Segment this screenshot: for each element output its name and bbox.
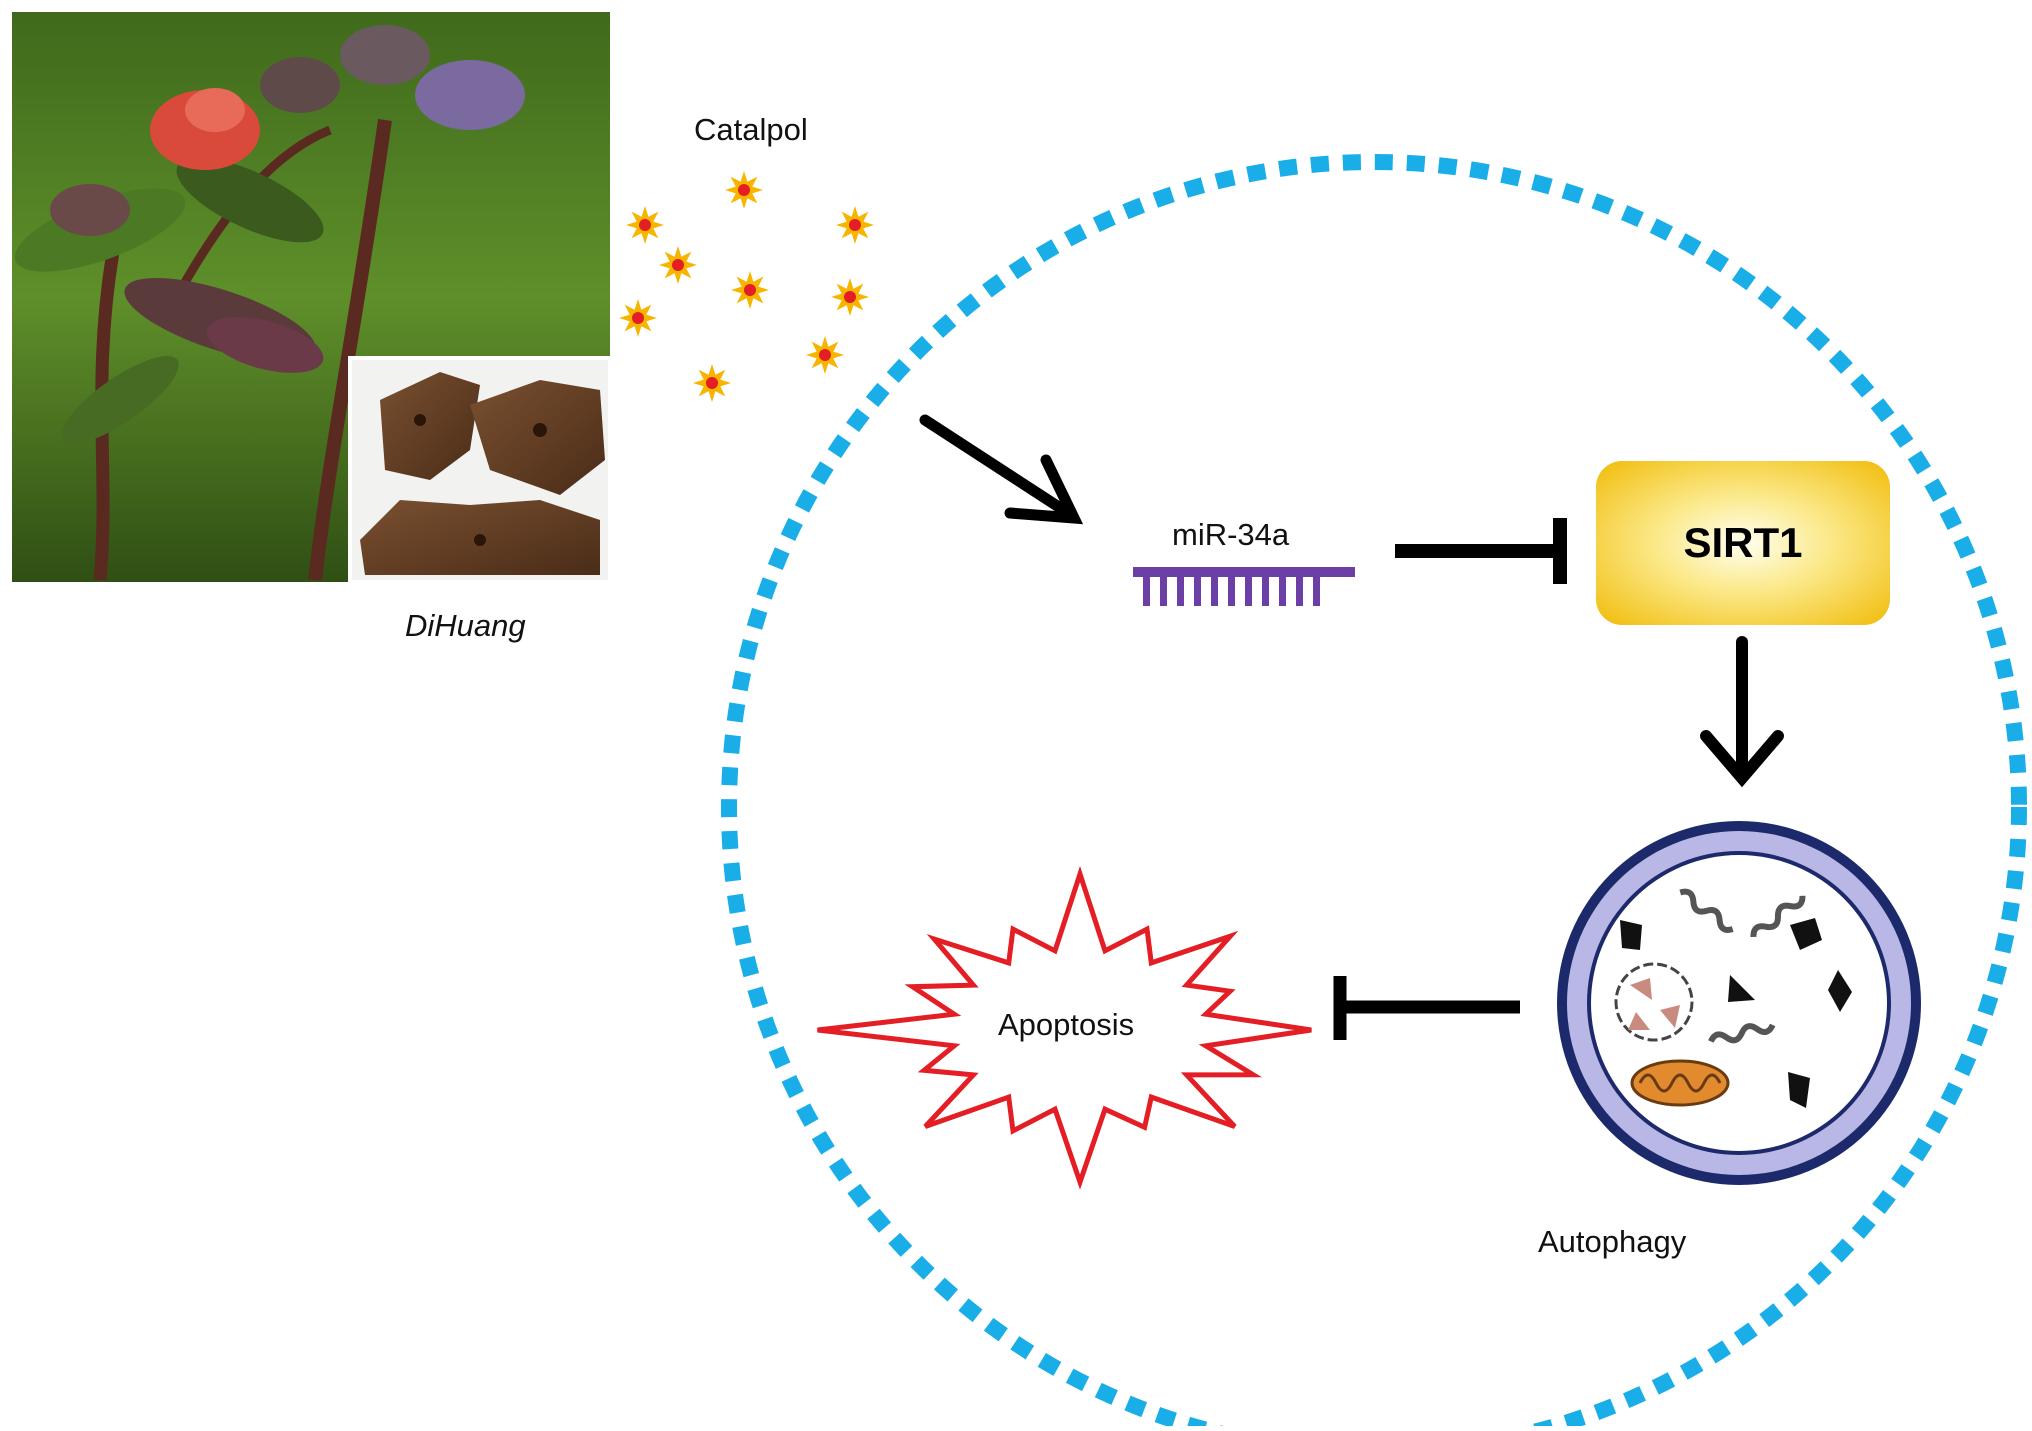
- mir34a-label: miR-34a: [1172, 517, 1290, 552]
- mir34a-tooth: [1177, 577, 1184, 606]
- mir34a-tooth: [1211, 577, 1218, 606]
- catalpol-star-icon: [619, 299, 657, 337]
- catalpol-star-icon: [836, 206, 874, 244]
- catalpol-star-icon: [731, 271, 769, 309]
- autophagosome: [1557, 821, 1921, 1185]
- catalpol-star-icon: [626, 206, 664, 244]
- catalpol-star-icon: [659, 246, 697, 284]
- catalpol-label: Catalpol: [694, 112, 808, 147]
- apoptosis-label: Apoptosis: [998, 1007, 1135, 1042]
- red-flower: [150, 88, 260, 170]
- arrow-sirt1-to-autophagy: [1700, 636, 1784, 788]
- cell-membrane: [721, 154, 2027, 1431]
- arrow-catalpol-to-mir34a: [919, 414, 1084, 525]
- apoptosis-starburst: [817, 865, 1312, 1190]
- mir34a-tooth: [1262, 577, 1269, 606]
- inhibit-autophagy-apoptosis: [1333, 976, 1520, 1040]
- mir34a-tooth: [1245, 577, 1252, 606]
- catalpol-star-icon: [831, 278, 869, 316]
- sirt1-label: SIRT1: [1683, 519, 1803, 566]
- mir34a-strand: [1133, 567, 1355, 606]
- root-photo-inset: [348, 356, 612, 584]
- mir34a-tooth: [1228, 577, 1235, 606]
- mir34a-tooth: [1279, 577, 1286, 606]
- catalpol-star-icon: [693, 364, 731, 402]
- autophagy-label: Autophagy: [1538, 1224, 1687, 1259]
- mir34a-tooth: [1160, 577, 1167, 606]
- mir34a-tooth: [1313, 577, 1320, 606]
- dihuang-label: DiHuang: [405, 608, 526, 643]
- catalpol-molecules: [619, 171, 874, 402]
- inhibit-mir34a-sirt1: [1395, 518, 1567, 584]
- catalpol-star-icon: [806, 336, 844, 374]
- mir34a-tooth: [1143, 577, 1150, 606]
- mir34a-tooth: [1194, 577, 1201, 606]
- mir34a-tooth: [1296, 577, 1303, 606]
- catalpol-star-icon: [725, 171, 763, 209]
- plant-photo: [12, 12, 612, 584]
- sirt1-box: [1596, 461, 1890, 625]
